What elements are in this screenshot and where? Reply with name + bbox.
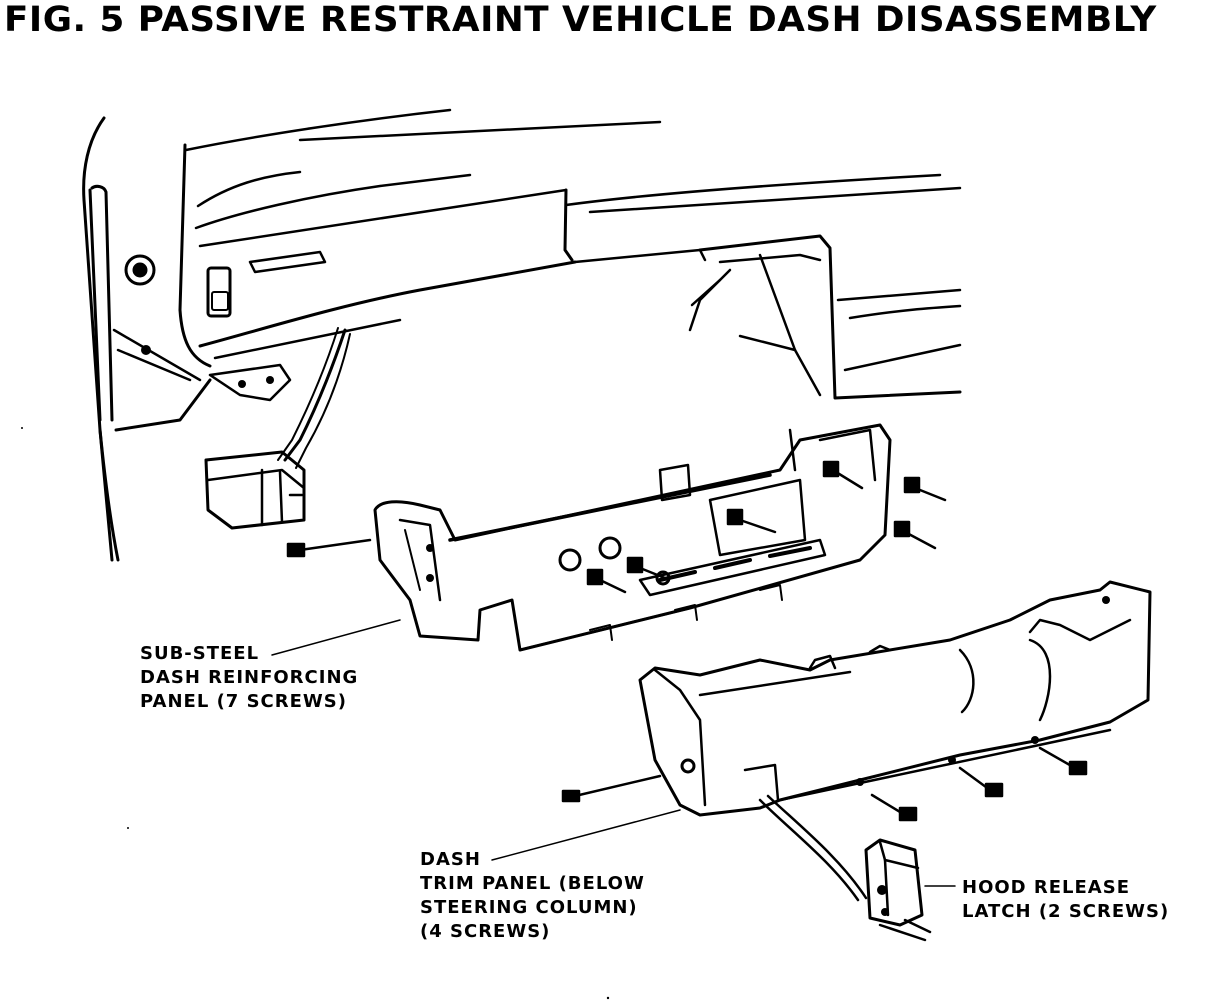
callout-hood-release: HOOD RELEASE LATCH (2 SCREWS) xyxy=(962,876,1169,924)
reinforcing-screws xyxy=(286,460,947,594)
leader-trim-panel xyxy=(491,809,681,861)
screw-7 xyxy=(893,520,937,550)
hood-release-latch xyxy=(758,794,932,942)
paper-specks xyxy=(21,427,610,1000)
callout-line: SUB-STEEL xyxy=(140,643,260,664)
callout-leaders xyxy=(271,619,956,887)
trim-screw-1 xyxy=(561,774,662,803)
trim-screw-2 xyxy=(870,793,918,822)
callout-line: STEERING COLUMN) xyxy=(420,897,638,918)
wiring-harness xyxy=(204,327,351,530)
trim-screws xyxy=(561,746,1088,822)
figure-title: FIG. 5 PASSIVE RESTRAINT VEHICLE DASH DI… xyxy=(4,0,1157,40)
trim-screw-3 xyxy=(958,766,1004,798)
door-frame xyxy=(82,116,212,562)
screw-2 xyxy=(586,568,627,594)
trim-panel xyxy=(638,580,1152,817)
screw-3 xyxy=(626,556,667,580)
callout-trim-panel: DASH TRIM PANEL (BELOW STEERING COLUMN) … xyxy=(420,848,645,944)
screw-6 xyxy=(903,476,947,502)
screw-5 xyxy=(822,460,864,490)
callout-line: (4 SCREWS) xyxy=(420,921,551,942)
reinforcing-panel xyxy=(373,423,892,652)
callout-line: LATCH (2 SCREWS) xyxy=(962,901,1170,922)
screw-4 xyxy=(726,508,777,534)
callout-reinforcing-panel: SUB-STEEL DASH REINFORCING PANEL (7 SCRE… xyxy=(140,642,358,714)
upper-dash xyxy=(124,108,962,402)
callout-line: DASH xyxy=(420,849,481,870)
callout-line: TRIM PANEL (BELOW xyxy=(420,873,645,894)
callout-line: DASH REINFORCING xyxy=(140,667,359,688)
callout-line: PANEL (7 SCREWS) xyxy=(140,691,347,712)
callout-line: HOOD RELEASE xyxy=(962,877,1130,898)
screw-1 xyxy=(286,538,372,558)
trim-screw-4 xyxy=(1038,746,1088,776)
leader-reinforcing-panel xyxy=(271,619,401,656)
